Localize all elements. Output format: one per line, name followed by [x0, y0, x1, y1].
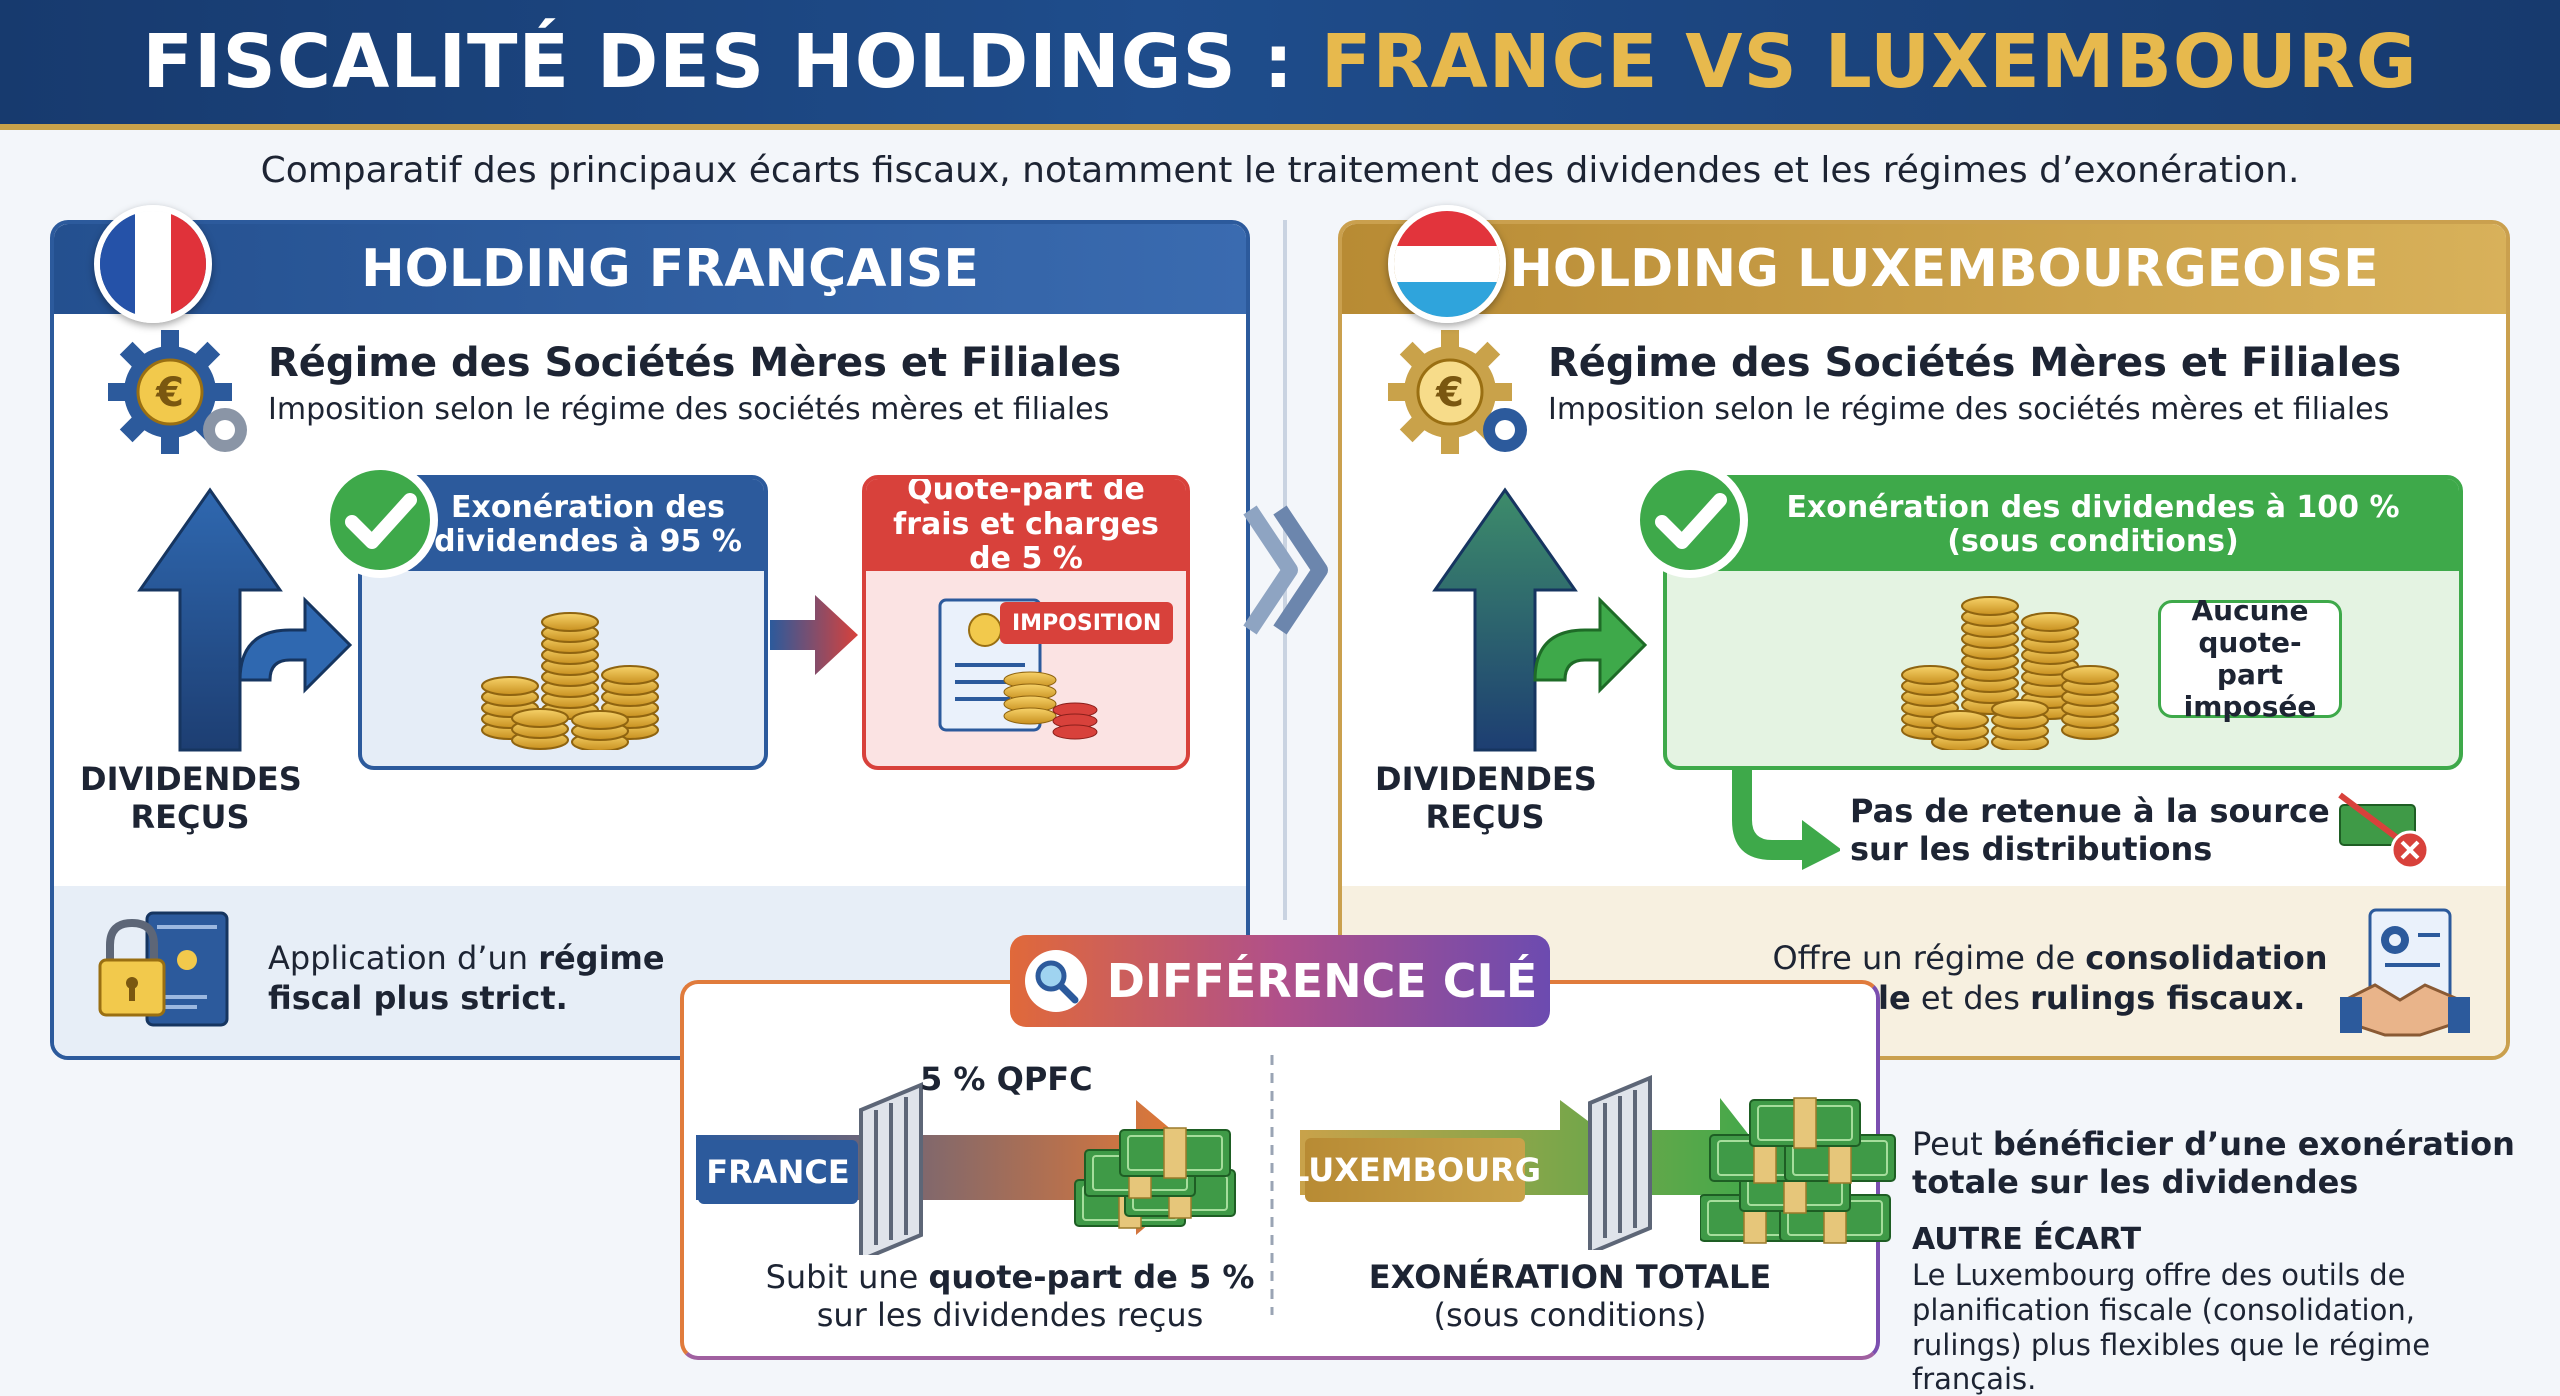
gear-euro-icon: €	[108, 330, 247, 454]
flow-arrow-icon	[770, 595, 858, 675]
france-quote-part-label: Quote-part de frais et charges de 5 %	[866, 479, 1186, 576]
autre-ecart-title: AUTRE ÉCART	[1912, 1222, 2142, 1257]
page-subtitle: Comparatif des principaux écarts fiscaux…	[260, 150, 2300, 191]
gear-euro-icon: €	[1388, 330, 1527, 454]
france-regime-title: Régime des Sociétés Mères et Filiales	[268, 340, 1122, 386]
check-icon	[322, 462, 438, 578]
header-banner: FISCALITÉ DES HOLDINGS : FRANCE VS LUXEM…	[0, 0, 2560, 130]
coin	[481, 676, 539, 696]
france-tag: FRANCE	[698, 1140, 858, 1204]
luxembourg-regime-title: Régime des Sociétés Mères et Filiales	[1548, 340, 2402, 386]
coin	[541, 612, 599, 632]
france-flow-arrow-icon	[696, 1082, 1216, 1255]
svg-text:€: €	[155, 370, 184, 416]
france-key-description: Subit une quote-part de 5 %sur les divid…	[765, 1258, 1255, 1335]
luxembourg-panel-title: HOLDING LUXEMBOURGEOISE	[1342, 224, 2506, 314]
coin	[2061, 665, 2119, 685]
coin-stacks-icon	[481, 612, 659, 750]
bent-arrow-icon	[1732, 770, 1840, 870]
france-panel-title: HOLDING FRANÇAISE	[54, 224, 1246, 314]
aucune-quote-part-bubble: Aucune quote-part imposée	[2158, 594, 2342, 723]
luxembourg-flag-icon	[1388, 205, 1506, 323]
qpfc-label: 5 % QPFC	[920, 1060, 1093, 1098]
key-difference-title: DIFFÉRENCE CLÉ	[1010, 935, 1550, 1027]
lock-book-icon	[98, 911, 229, 1027]
money-stack-icon	[1700, 1097, 1896, 1244]
handshake-document-icon	[2340, 908, 2470, 1037]
coin	[601, 665, 659, 685]
separator-chevron-icon	[1243, 220, 1328, 920]
coin	[1991, 699, 2049, 719]
check-icon	[1632, 462, 1748, 578]
luxembourg-regime-subtitle: Imposition selon le régime des sociétés …	[1548, 392, 2390, 427]
no-money-icon	[2338, 792, 2430, 870]
autre-ecart-text: Le Luxembourg offre des outils de planif…	[1912, 1258, 2431, 1396]
dashed-divider	[1270, 1055, 1274, 1315]
dividend-split-arrow-icon	[1432, 487, 1648, 752]
retenue-source-text: Pas de retenue à la source sur les distr…	[1850, 792, 2330, 869]
coin	[571, 710, 629, 730]
dividend-split-arrow-icon	[137, 487, 353, 752]
magnifier-icon	[1024, 950, 1087, 1012]
page-title: FISCALITÉ DES HOLDINGS : FRANCE VS LUXEM…	[142, 19, 2418, 105]
coin	[1901, 665, 1959, 685]
coin-stacks-icon	[1901, 596, 2119, 750]
luxembourg-tag: LUXEMBOURG	[1289, 1138, 1541, 1202]
luxembourg-dividendes-label: DIVIDENDES REÇUS	[1375, 760, 1597, 837]
svg-text:€: €	[1435, 370, 1464, 416]
luxembourg-key-description: EXONÉRATION TOTALE(sous conditions)	[1368, 1258, 1772, 1335]
imposition-badge: IMPOSITION	[1000, 602, 1174, 644]
coin	[511, 708, 569, 728]
money-stack-icon	[1074, 1127, 1236, 1229]
france-dividendes-label: DIVIDENDES REÇUS	[80, 760, 302, 837]
france-flag-icon	[94, 205, 212, 323]
france-regime-subtitle: Imposition selon le régime des sociétés …	[268, 392, 1110, 427]
luxembourg-exoneration-label: Exonération des dividendes à 100 %(sous …	[1667, 479, 2459, 571]
coin	[1931, 710, 1989, 730]
coin	[2021, 612, 2079, 632]
coin	[1961, 596, 2019, 616]
